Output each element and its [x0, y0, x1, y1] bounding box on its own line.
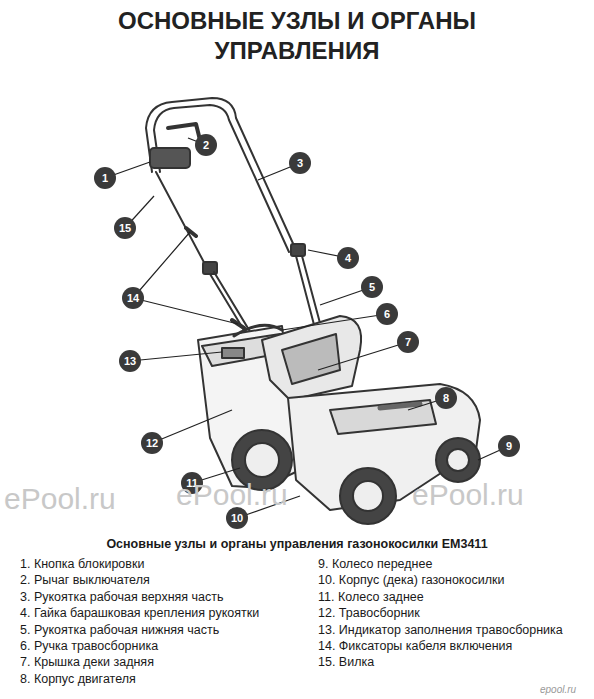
callout-number: 9 [498, 435, 520, 457]
callout-number: 12 [141, 432, 163, 454]
callout-number: 1 [94, 167, 116, 189]
wing-nut [291, 244, 305, 256]
legend-list-item: 8. Корпус двигателя [20, 671, 136, 687]
callout-number: 2 [195, 134, 217, 156]
legend-list-item: 14. Фиксаторы кабеля включения [318, 638, 512, 654]
fill-indicator [222, 348, 244, 358]
callout-number: 15 [114, 217, 136, 239]
switch-lever [168, 124, 200, 140]
legend-list-item: 7. Крышка деки задняя [20, 654, 154, 670]
leader-lines [105, 138, 509, 518]
legend-list-item: 5. Рукоятка рабочая нижняя часть [20, 622, 219, 638]
callout-number: 4 [337, 247, 359, 269]
callout-number: 7 [397, 331, 419, 353]
callout-number: 8 [435, 387, 457, 409]
diagram-title: ОСНОВНЫЕ УЗЛЫ И ОРГАНЫ УПРАВЛЕНИЯ [97, 6, 497, 66]
callout-number: 14 [122, 287, 144, 309]
callout-number: 13 [119, 350, 141, 372]
legend-list-item: 11. Колесо заднее [318, 589, 424, 605]
watermark: ePool.ru [412, 478, 524, 512]
watermark: ePool.ru [176, 478, 288, 512]
front-wheel [436, 438, 480, 482]
legend-list-item: 6. Ручка травосборника [20, 638, 158, 654]
legend-list-item: 1. Кнопка блокировки [20, 556, 144, 572]
legend-list-item: 10. Корпус (дека) газонокосилки [318, 572, 504, 588]
legend-list-item: 4. Гайка барашковая крепления рукоятки [20, 605, 259, 621]
callout-number: 5 [361, 276, 383, 298]
handle-left [156, 172, 207, 268]
legend-list-item: 15. Вилка [318, 654, 374, 670]
legend-list-item: 9. Колесо переднее [318, 556, 432, 572]
site-logo: epool.ru [540, 684, 576, 695]
legend-list-item: 12. Травосборник [318, 605, 420, 621]
catcher-handle [234, 325, 282, 336]
motor-housing [262, 316, 361, 400]
callout-number: 3 [289, 152, 311, 174]
legend-list-item: 13. Индикатор заполнения травосборника [318, 622, 563, 638]
watermark: ePool.ru [4, 482, 116, 516]
callout-number: 6 [376, 303, 398, 325]
switch-box [150, 148, 190, 168]
legend-list-item: 2. Рычаг выключателя [20, 572, 150, 588]
legend-list-item: 3. Рукоятка рабочая верхняя часть [20, 589, 224, 605]
diagram-caption: Основные узлы и органы управления газоно… [0, 537, 594, 551]
